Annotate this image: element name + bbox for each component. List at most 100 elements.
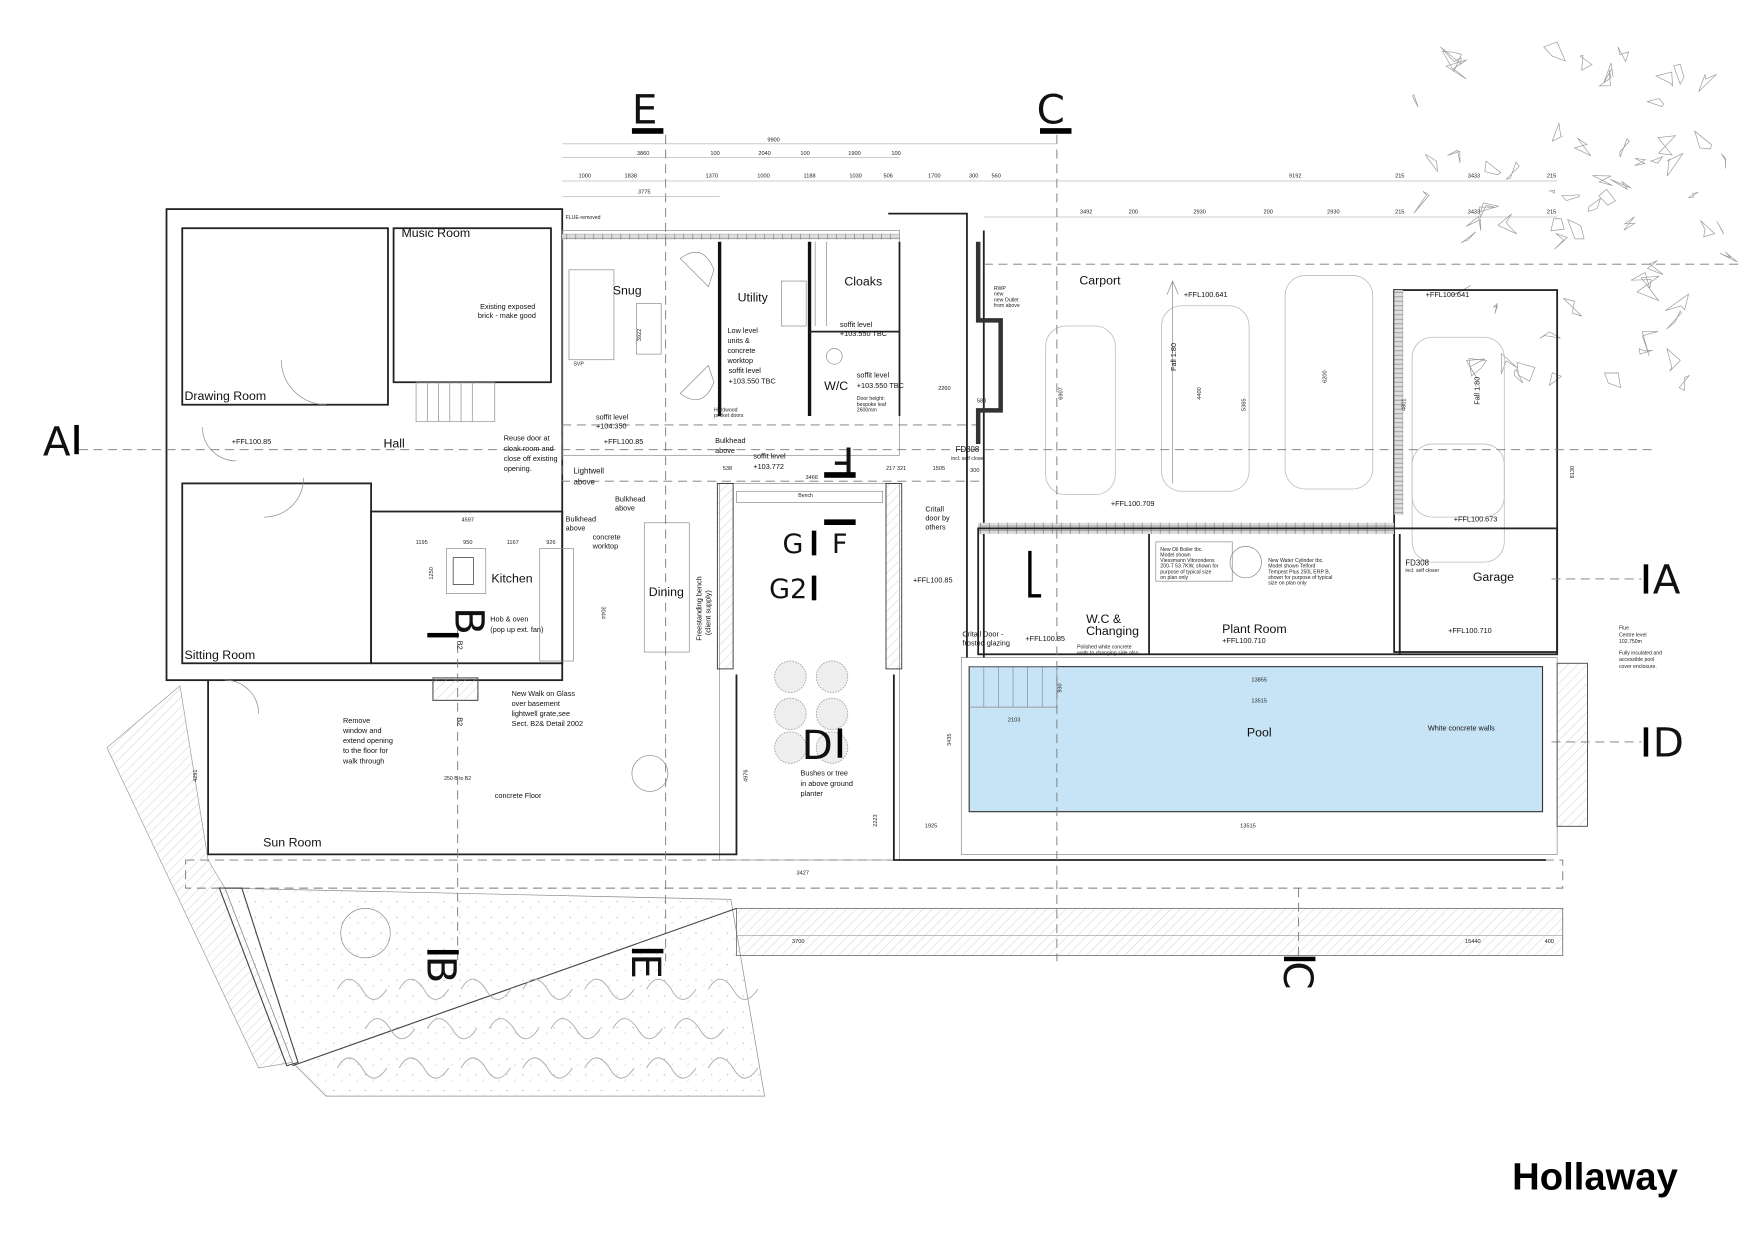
dimension: 1838	[625, 174, 637, 180]
leaf-shape	[1619, 138, 1630, 158]
dimension: 2103	[1008, 718, 1020, 724]
dimension: 3435	[947, 733, 953, 745]
section-marker-g2: G2	[769, 574, 807, 605]
dimension: 215	[1547, 174, 1556, 180]
hedge-loop	[707, 1057, 759, 1079]
landscape	[106, 41, 1738, 1097]
leaf-shape	[1592, 175, 1613, 186]
hedge-loop	[674, 1018, 725, 1040]
hedge-loop	[365, 1018, 416, 1040]
note: in above ground	[801, 779, 853, 788]
leaf-shape	[1657, 135, 1677, 156]
note: Door height:	[857, 396, 885, 402]
stair	[415, 381, 496, 422]
leaf-shape	[1561, 194, 1580, 202]
leaf-shape	[1646, 98, 1665, 107]
note: purpose of typical size	[1160, 569, 1211, 575]
dimension: 200	[1264, 210, 1273, 216]
leaf-shape	[1412, 94, 1419, 108]
level: +FFL100.641	[1426, 290, 1470, 299]
dimension: 926	[546, 540, 555, 546]
leaf-shape	[1501, 352, 1518, 374]
washer	[781, 280, 807, 327]
note: Fall 1:80	[1169, 343, 1178, 371]
note: Critall Door -	[962, 629, 1004, 638]
dimension: 13515	[1251, 699, 1267, 705]
dimension: 1000	[757, 174, 769, 180]
leaf-shape	[1550, 218, 1565, 232]
dimension: 15440	[1465, 939, 1481, 945]
dimension: 950	[463, 540, 472, 546]
leaf-shape	[1413, 191, 1430, 214]
dimension: 2930	[1327, 210, 1339, 216]
note: cloak room and	[504, 444, 554, 453]
note: door by	[925, 514, 950, 523]
armchairs	[679, 251, 715, 401]
bush-icon	[815, 697, 849, 731]
car-outline	[1161, 305, 1250, 492]
north-wing	[561, 212, 1003, 658]
label-wc: W/C	[824, 379, 848, 393]
leaf-shape	[1573, 137, 1592, 157]
hedge-loop	[522, 978, 573, 1000]
floor-levels: +FFL100.85 +FFL100.85 +FFL100.641 +FFL10…	[232, 290, 1498, 645]
sun-room	[207, 674, 1546, 861]
dimension: 538	[723, 466, 732, 472]
dimension: 6200	[1323, 370, 1329, 382]
dimension-texts: 9900 3860 100 2040 100 1900 100 1000 183…	[193, 138, 1576, 946]
note: incl. self closer	[951, 456, 985, 462]
dimension: 1900	[848, 151, 860, 157]
wc-pan	[826, 348, 843, 365]
note: Reuse door at	[504, 434, 550, 443]
note: soffit level	[596, 412, 629, 421]
note: shown for purpose of typical	[1268, 575, 1332, 581]
section-marker-b-bottom: B	[417, 956, 465, 984]
boiler-box	[1155, 541, 1233, 582]
note: +103.550 TBC	[840, 329, 887, 338]
dimension: 100	[710, 151, 719, 157]
dimension: 300	[970, 468, 979, 474]
leaf-shape	[1603, 62, 1614, 84]
leaf-shape	[1563, 298, 1582, 317]
dimension: 506	[884, 174, 893, 180]
note: cover enclosure.	[1619, 664, 1657, 670]
leaf-shape	[1603, 372, 1621, 389]
note: Bulkhead	[566, 515, 596, 524]
dimension: 1250	[429, 567, 435, 579]
kitchen	[370, 510, 564, 665]
grid-lines	[78, 134, 1653, 962]
dimension: 3044	[600, 606, 606, 618]
note: New Walk on Glass	[512, 689, 576, 698]
car-outline	[1045, 325, 1116, 496]
dimension: 4291	[193, 769, 199, 781]
leaf-shape	[1630, 272, 1652, 289]
note: above	[715, 446, 735, 455]
dimension: 9192	[1289, 174, 1301, 180]
note: (pop up ext. fan)	[490, 625, 543, 634]
dimension: 4976	[744, 769, 750, 781]
dimension: 1188	[804, 174, 816, 180]
pool-steps	[969, 666, 1058, 708]
hedge-loop	[612, 1018, 663, 1040]
note: (client supply)	[704, 590, 713, 635]
label-drawing-room: Drawing Room	[184, 389, 266, 403]
hob	[452, 557, 474, 585]
hedge-loop	[398, 1057, 450, 1079]
note: Hob & oven	[490, 615, 528, 624]
leaf-shape	[1505, 161, 1520, 180]
hedge-loop	[550, 1018, 601, 1040]
note: worktop	[592, 542, 619, 551]
level: +FFL100.710	[1448, 626, 1492, 635]
note: walk through	[342, 756, 384, 765]
leaf-shape	[1479, 205, 1495, 219]
tree-canopy	[1412, 41, 1738, 391]
note: Polished white concrete	[1077, 645, 1132, 651]
leaf-shape	[1484, 160, 1502, 176]
leaf-shape	[1666, 310, 1683, 330]
leaf-shape	[1497, 213, 1518, 235]
entrance-lobby	[888, 212, 985, 658]
note: +104.350	[596, 421, 627, 430]
note: Freestanding bench	[695, 576, 704, 641]
leaf-shape	[1719, 251, 1738, 263]
